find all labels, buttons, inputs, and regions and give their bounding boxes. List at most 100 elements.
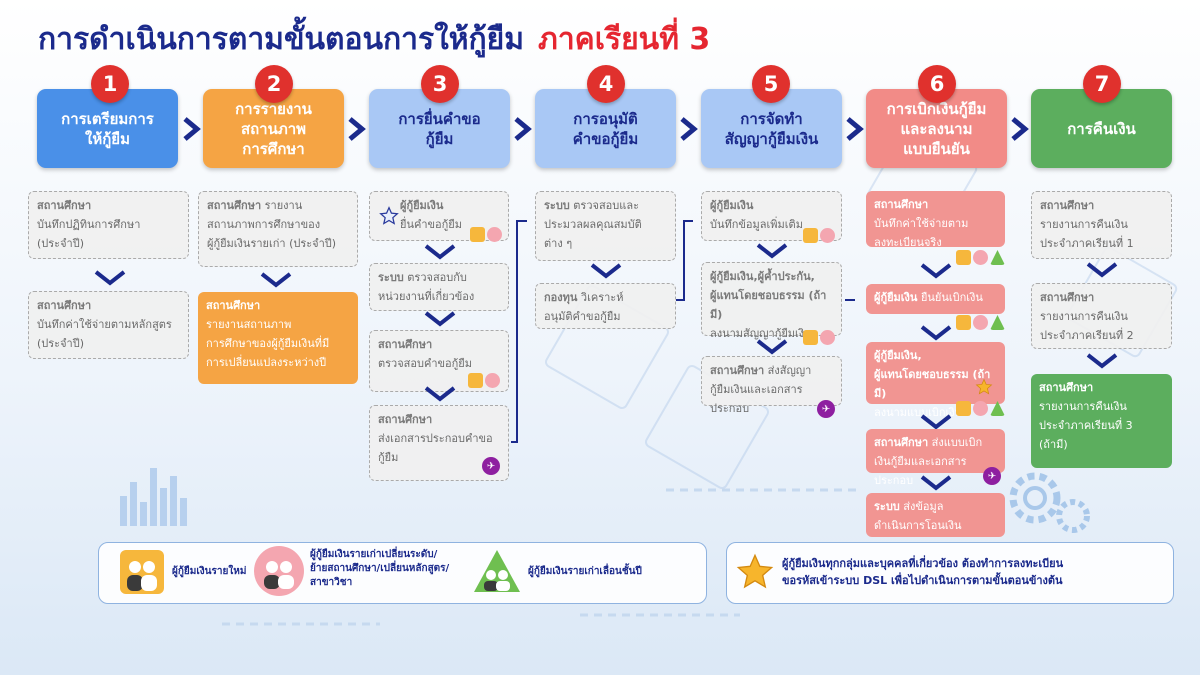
card-3b-body: ตรวจสอบกับ หน่วยงานที่เกี่ยวข้อง: [378, 271, 475, 303]
card-5b-body: ลงนามสัญญากู้ยืมเงิน: [710, 327, 812, 340]
card-6b-text: ผู้กู้ยืมเงิน ยืนยันเบิกเงิน: [874, 288, 997, 307]
card-5a: ผู้กู้ยืมเงิน บันทึกข้อมูลเพิ่มเติม: [701, 191, 842, 243]
step-4-number: 4: [587, 65, 625, 103]
applicant-icons: [803, 330, 835, 345]
step-2-box: การรายงาน สถานภาพ การศึกษา: [203, 89, 344, 168]
chevron-right-icon: [846, 117, 864, 141]
star-icon: [975, 378, 993, 395]
card-4b-text: กองทุน วิเคราะห์ อนุมัติคำขอกู้ยืม: [544, 288, 667, 326]
chevron-down-icon: [424, 386, 456, 402]
page-title: การดำเนินการตามขั้นตอนการให้กู้ยืม ภาคเรี…: [38, 16, 710, 63]
card-6e: ระบบ ส่งข้อมูล ดำเนินการโอนเงิน: [866, 493, 1005, 537]
page-title-main: การดำเนินการตามขั้นตอนการให้กู้ยืม: [38, 22, 525, 57]
card-5c-text: สถานศึกษา ส่งสัญญา กู้ยืมเงินและเอกสารปร…: [710, 361, 833, 418]
card-6c-head: ผู้กู้ยืมเงิน, ผู้แทนโดยชอบธรรม (ถ้ามี): [874, 349, 991, 400]
card-3c: สถานศึกษา ตรวจสอบคำขอกู้ยืม: [369, 330, 509, 392]
card-1a-head: สถานศึกษา: [37, 199, 92, 212]
legend-promote-text: ผู้กู้ยืมเงินรายเก่าเลื่อนชั้นปี: [528, 566, 642, 577]
chevron-right-icon: [514, 117, 532, 141]
card-3d: สถานศึกษา ส่งเอกสารประกอบคำขอ กู้ยืม ✈: [369, 405, 509, 481]
step-5-number: 5: [752, 65, 790, 103]
card-6d-body: ส่งแบบเบิก เงินกู้ยืมและเอกสารประกอบ: [874, 436, 983, 487]
card-7c-body: รายงานการคืนเงิน ประจำภาคเรียนที่ 3 (ถ้า…: [1039, 400, 1133, 451]
card-3c-head: สถานศึกษา: [378, 338, 433, 351]
card-2a: สถานศึกษา รายงาน สถานภาพการศึกษาของ ผู้ก…: [198, 191, 358, 267]
card-2a-text: สถานศึกษา รายงาน สถานภาพการศึกษาของ ผู้ก…: [207, 196, 349, 253]
send-icon: ✈: [983, 467, 1001, 485]
chevron-down-icon: [1086, 353, 1118, 369]
step-1-label: การเตรียมการ ให้กู้ยืม: [61, 109, 154, 148]
step-6-label: การเบิกเงินกู้ยืม และลงนาม แบบยืนยัน: [886, 99, 987, 158]
legend-new-text: ผู้กู้ยืมเงินรายใหม่: [172, 566, 247, 577]
card-6a-body: บันทึกค่าใช้จ่ายตาม ลงทะเบียนจริง: [874, 217, 969, 249]
chevron-down-icon: [756, 243, 788, 259]
card-7a-head: สถานศึกษา: [1040, 199, 1095, 212]
gear-icon: [1009, 472, 1090, 533]
step-6-number: 6: [918, 65, 956, 103]
chevron-down-icon: [260, 272, 292, 288]
applicant-icons: [470, 227, 502, 242]
applicant-icons: [803, 228, 835, 243]
card-3b: ระบบ ตรวจสอบกับ หน่วยงานที่เกี่ยวข้อง: [369, 263, 509, 311]
card-7b: สถานศึกษา รายงานการคืนเงิน ประจำภาคเรียน…: [1031, 283, 1172, 349]
chevron-down-icon: [590, 263, 622, 279]
chevron-down-icon: [920, 263, 952, 279]
card-3b-text: ระบบ ตรวจสอบกับ หน่วยงานที่เกี่ยวข้อง: [378, 268, 500, 306]
step-3-number: 3: [421, 65, 459, 103]
step-2-label: การรายงาน สถานภาพ การศึกษา: [235, 99, 312, 158]
card-3c-body: ตรวจสอบคำขอกู้ยืม: [378, 357, 472, 370]
applicant-icons: [956, 315, 1005, 330]
card-3d-body: ส่งเอกสารประกอบคำขอ กู้ยืม: [378, 432, 493, 464]
card-5c-body: ส่งสัญญา กู้ยืมเงินและเอกสารประกอบ: [710, 364, 812, 415]
card-6c: ผู้กู้ยืมเงิน, ผู้แทนโดยชอบธรรม (ถ้ามี) …: [866, 342, 1005, 419]
card-2a-body: รายงาน สถานภาพการศึกษาของ ผู้กู้ยืมเงินร…: [207, 199, 337, 250]
chevron-right-icon: [680, 117, 698, 141]
card-4a-body: ตรวจสอบและ ประมวลผลคุณสมบัติ ต่าง ๆ: [544, 199, 642, 250]
card-7a: สถานศึกษา รายงานการคืนเงิน ประจำภาคเรียน…: [1031, 191, 1172, 259]
card-3d-head: สถานศึกษา: [378, 413, 433, 426]
card-7c-head: สถานศึกษา: [1039, 381, 1094, 394]
step-4-label: การอนุมัติ คำขอกู้ยืม: [572, 109, 639, 148]
chevron-down-icon: [94, 270, 126, 286]
card-7a-body: รายงานการคืนเงิน ประจำภาคเรียนที่ 1: [1040, 218, 1134, 250]
step-3-label: การยื่นคำขอ กู้ยืม: [398, 109, 481, 148]
card-6d: สถานศึกษา ส่งแบบเบิก เงินกู้ยืมและเอกสาร…: [866, 429, 1005, 487]
step-5-label: การจัดทำ สัญญากู้ยืมเงิน: [724, 109, 819, 148]
card-6d-text: สถานศึกษา ส่งแบบเบิก เงินกู้ยืมและเอกสาร…: [874, 433, 997, 490]
legend-groups: [98, 542, 707, 604]
card-6e-head: ระบบ: [874, 500, 900, 513]
card-4a-head: ระบบ: [544, 199, 570, 212]
card-7b-body: รายงานการคืนเงิน ประจำภาคเรียนที่ 2: [1040, 310, 1134, 342]
legend-change-text: ผู้กู้ยืมเงินรายเก่าเปลี่ยนระดับ/ ย้ายสถ…: [310, 549, 450, 588]
chevron-right-icon: [183, 117, 201, 141]
step-1-number: 1: [91, 65, 129, 103]
chevron-down-icon: [424, 311, 456, 327]
chevron-down-icon: [1086, 262, 1118, 278]
card-5b: ผู้กู้ยืมเงิน,ผู้ค้ำประกัน, ผู้แทนโดยชอบ…: [701, 262, 842, 345]
new-applicant-icon: [120, 550, 164, 594]
step-7-label: การคืนเงิน: [1067, 119, 1136, 138]
card-7b-head: สถานศึกษา: [1040, 291, 1095, 304]
applicant-icons: [468, 373, 500, 388]
send-icon: ✈: [817, 400, 835, 418]
card-4b-head: กองทุน: [544, 291, 578, 304]
card-5b-head: ผู้กู้ยืมเงิน,ผู้ค้ำประกัน, ผู้แทนโดยชอบ…: [710, 270, 827, 321]
card-1b-head: สถานศึกษา: [37, 299, 92, 312]
bar-graphic: [120, 468, 187, 526]
card-4b-body: วิเคราะห์ อนุมัติคำขอกู้ยืม: [544, 291, 624, 323]
card-2b-body: รายงานสถานภาพ การศึกษาของผู้กู้ยืมเงินที…: [206, 318, 330, 369]
card-1b-body: บันทึกค่าใช้จ่ายตามหลักสูตร (ประจำปี): [37, 318, 172, 350]
card-6e-text: ระบบ ส่งข้อมูล ดำเนินการโอนเงิน: [874, 497, 997, 535]
star-outline-icon: [379, 206, 399, 225]
page-title-term: ภาคเรียนที่ 3: [538, 22, 711, 57]
chevron-right-icon: [348, 117, 366, 141]
chevron-down-icon: [424, 244, 456, 260]
card-6b-head: ผู้กู้ยืมเงิน: [874, 291, 918, 304]
card-3a: ผู้กู้ยืมเงิน ยื่นคำขอกู้ยืม: [369, 191, 509, 242]
chevron-down-icon: [920, 325, 952, 341]
card-5c: สถานศึกษา ส่งสัญญา กู้ยืมเงินและเอกสารปร…: [701, 356, 842, 418]
chevron-down-icon: [756, 339, 788, 355]
step-2-number: 2: [255, 65, 293, 103]
promote-applicant-icon: [474, 550, 520, 592]
